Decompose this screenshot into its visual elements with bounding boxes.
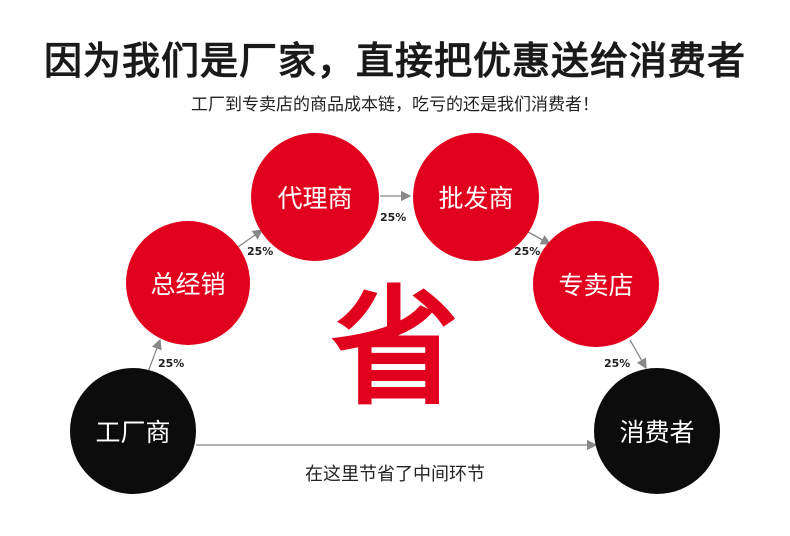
arrow-store-consumer bbox=[629, 339, 647, 370]
arrow-factory-distributor bbox=[147, 338, 162, 373]
node-wholesaler: 批发商 bbox=[413, 133, 539, 261]
markup-label: 25% bbox=[514, 245, 541, 258]
node-store: 专卖店 bbox=[533, 221, 659, 347]
node-distributor-label: 总经销 bbox=[150, 270, 226, 299]
headline: 因为我们是厂家，直接把优惠送给消费者 bbox=[43, 39, 746, 83]
node-agent: 代理商 bbox=[251, 133, 379, 261]
markup-label: 25% bbox=[604, 357, 631, 370]
arrow-distributor-agent bbox=[237, 229, 264, 248]
savings-character: 省 bbox=[330, 274, 459, 423]
node-factory: 工厂商 bbox=[70, 368, 196, 494]
node-consumer-label: 消费者 bbox=[619, 418, 695, 447]
node-wholesaler-label: 批发商 bbox=[438, 184, 514, 213]
subline: 工厂到专卖店的商品成本链，吃亏的还是我们消费者！ bbox=[191, 95, 599, 115]
arrow-wholesaler-store bbox=[527, 231, 552, 245]
markup-label: 25% bbox=[380, 211, 407, 224]
bottom-note: 在这里节省了中间环节 bbox=[305, 464, 485, 485]
node-consumer: 消费者 bbox=[594, 368, 720, 494]
node-store-label: 专卖店 bbox=[558, 271, 634, 300]
node-factory-label: 工厂商 bbox=[95, 418, 171, 447]
markup-label: 25% bbox=[158, 357, 185, 370]
markup-label: 25% bbox=[247, 245, 274, 258]
node-distributor: 总经销 bbox=[126, 221, 250, 345]
node-agent-label: 代理商 bbox=[277, 184, 353, 213]
